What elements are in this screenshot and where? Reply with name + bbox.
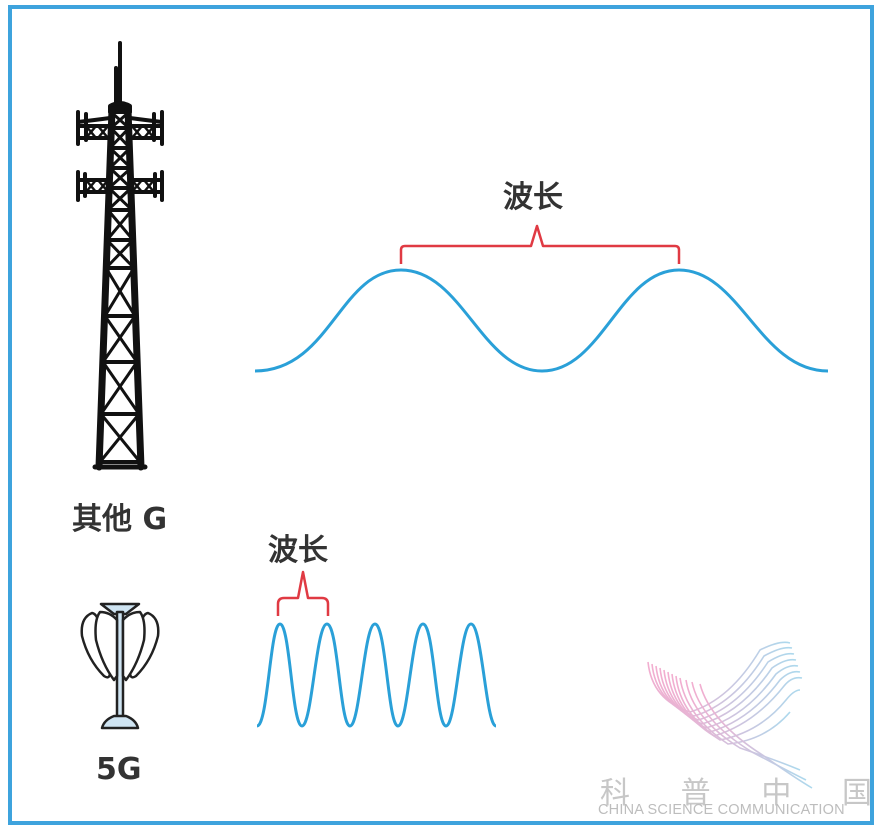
long-wave: [254, 268, 829, 373]
watermark-char: 中: [761, 776, 792, 811]
other-g-label: 其他 G: [72, 502, 168, 537]
short-wavelength-label: 波长: [268, 533, 328, 568]
5g-label: 5G: [96, 752, 142, 787]
long-wavelength-bracket: [399, 224, 681, 264]
short-wavelength-bracket: [276, 570, 330, 616]
watermark-chinese: 科 普 中 国: [600, 768, 872, 812]
watermark-char: 普: [680, 776, 711, 811]
long-wavelength-label: 波长: [503, 180, 563, 215]
watermark-char: 科: [600, 776, 630, 811]
watermark-char: 国: [841, 776, 872, 811]
short-wave: [255, 622, 498, 728]
watermark-english: CHINA SCIENCE COMMUNICATION: [598, 802, 845, 818]
